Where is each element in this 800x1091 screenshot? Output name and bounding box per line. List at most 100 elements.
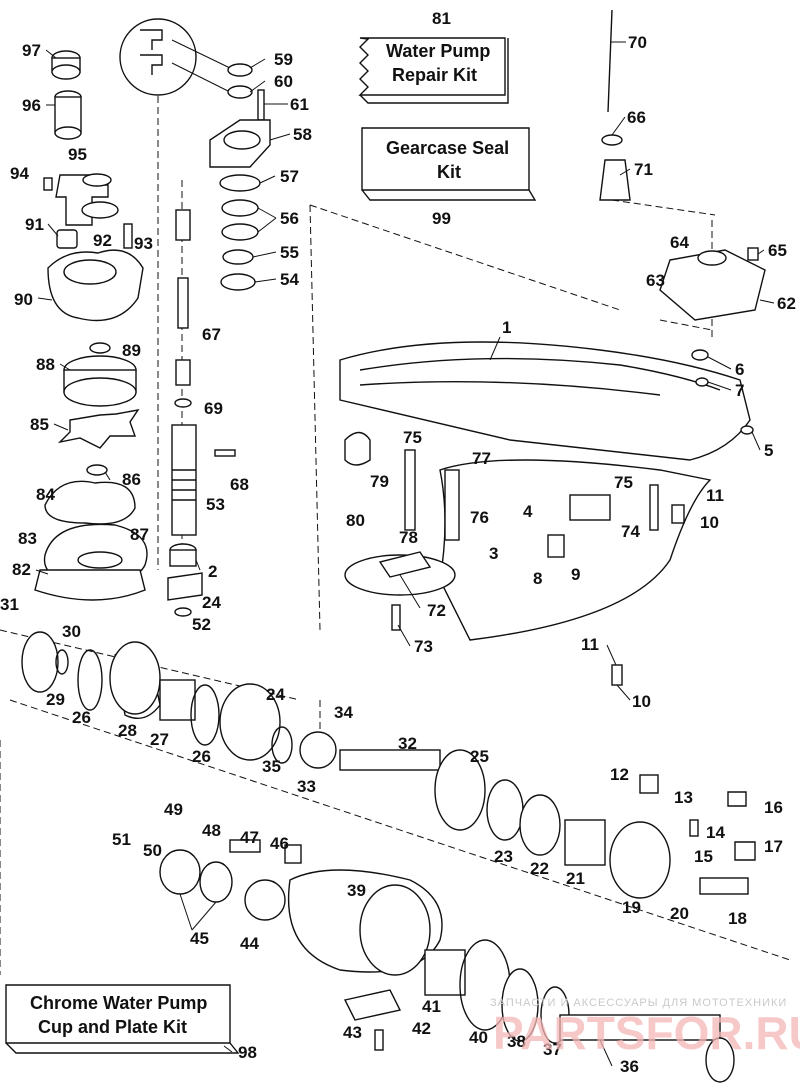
callout-67: 67 (202, 325, 221, 344)
callout-6: 6 (735, 360, 744, 379)
callout-64: 64 (670, 233, 689, 252)
callout-34: 34 (334, 703, 353, 722)
kit-chrome-cup-line1: Chrome Water Pump (30, 993, 207, 1013)
callout-87: 87 (130, 525, 149, 544)
callout-9: 9 (571, 565, 580, 584)
driveshaft-parts (167, 63, 271, 617)
callout-31: 31 (0, 595, 19, 614)
callout-21: 21 (566, 869, 585, 888)
leader-lines (35, 41, 775, 1067)
callout-23: 23 (494, 847, 513, 866)
callout-72: 72 (427, 601, 446, 620)
callout-83: 83 (18, 529, 37, 548)
callout-80: 80 (346, 511, 365, 530)
kit-water-pump-number: 81 (432, 9, 451, 28)
callout-94: 94 (10, 164, 29, 183)
callout-18: 18 (728, 909, 747, 928)
part-callouts: 97 96 95 94 91 92 93 90 89 88 85 86 84 8… (0, 33, 796, 1076)
callout-54: 54 (280, 270, 299, 289)
callout-10b: 10 (632, 692, 651, 711)
callout-58: 58 (293, 125, 312, 144)
kit-water-pump-line1: Water Pump (386, 41, 490, 61)
watermark-brand: PARTSFOR.RU (493, 1007, 800, 1059)
callout-96: 96 (22, 96, 41, 115)
callout-16: 16 (764, 798, 783, 817)
callout-62: 62 (777, 294, 796, 313)
gear-train-parts (21, 631, 756, 899)
callout-4: 4 (523, 502, 533, 521)
callout-49: 49 (164, 800, 183, 819)
water-pump-parts (34, 50, 148, 601)
callout-77: 77 (472, 449, 491, 468)
callout-45: 45 (190, 929, 209, 948)
callout-13: 13 (674, 788, 693, 807)
callout-14: 14 (706, 823, 725, 842)
callout-61: 61 (290, 95, 309, 114)
callout-40: 40 (469, 1028, 488, 1047)
callout-60: 60 (274, 72, 293, 91)
callout-25: 25 (470, 747, 489, 766)
callout-48: 48 (202, 821, 221, 840)
callout-30: 30 (62, 622, 81, 641)
callout-90: 90 (14, 290, 33, 309)
kit-gearcase-seal-line2: Kit (437, 162, 461, 182)
seal-callout-bubble (119, 18, 231, 96)
callout-38: 38 (507, 1032, 526, 1051)
callout-1: 1 (502, 318, 511, 337)
callout-56: 56 (280, 209, 299, 228)
callout-74: 74 (621, 522, 640, 541)
kit-gearcase-seal-number: 99 (432, 209, 451, 228)
callout-5: 5 (764, 441, 773, 460)
callout-70: 70 (628, 33, 647, 52)
callout-11b: 11 (581, 635, 599, 654)
callout-57: 57 (280, 167, 299, 186)
callout-52: 52 (192, 615, 211, 634)
shift-rod-parts (599, 9, 766, 321)
callout-85: 85 (30, 415, 49, 434)
kit-chrome-cup-number: 98 (238, 1043, 257, 1062)
callout-24a: 24 (266, 685, 285, 704)
callout-43: 43 (343, 1023, 362, 1042)
callout-41: 41 (422, 997, 441, 1016)
callout-19: 19 (622, 898, 641, 917)
kit-labels: 81 Water Pump Repair Kit Gearcase Seal K… (30, 9, 509, 1062)
callout-11a: 11 (706, 486, 724, 505)
callout-63: 63 (646, 271, 665, 290)
callout-37: 37 (543, 1040, 562, 1059)
callout-75b: 75 (614, 473, 633, 492)
callout-88: 88 (36, 355, 55, 374)
callout-68: 68 (230, 475, 249, 494)
callout-75a: 75 (403, 428, 422, 447)
callout-33: 33 (297, 777, 316, 796)
watermark: ЗАПЧАСТИ И АКСЕССУАРЫ ДЛЯ МОТОТЕХНИКИ PA… (490, 997, 800, 1059)
callout-26b: 26 (192, 747, 211, 766)
callout-50: 50 (143, 841, 162, 860)
callout-84: 84 (36, 485, 55, 504)
callout-66: 66 (627, 108, 646, 127)
callout-15: 15 (694, 847, 713, 866)
kit-chrome-cup-box (5, 984, 240, 1054)
callout-28: 28 (118, 721, 137, 740)
callout-97: 97 (22, 41, 41, 60)
callout-71: 71 (634, 160, 653, 179)
callout-86: 86 (122, 470, 141, 489)
callout-8: 8 (533, 569, 542, 588)
callout-93: 93 (134, 234, 153, 253)
callout-35: 35 (262, 757, 281, 776)
callout-79: 79 (370, 472, 389, 491)
callout-65: 65 (768, 241, 787, 260)
callout-59: 59 (274, 50, 293, 69)
callout-24b: 24 (202, 593, 221, 612)
callout-7: 7 (735, 381, 744, 400)
kit-water-pump-line2: Repair Kit (392, 65, 477, 85)
kit-gearcase-seal-line1: Gearcase Seal (386, 138, 509, 158)
callout-26a: 26 (72, 708, 91, 727)
callout-55: 55 (280, 243, 299, 262)
callout-69: 69 (204, 399, 223, 418)
callout-36: 36 (620, 1057, 639, 1076)
callout-91: 91 (25, 215, 44, 234)
callout-20: 20 (670, 904, 689, 923)
kit-water-pump-box (358, 37, 509, 104)
